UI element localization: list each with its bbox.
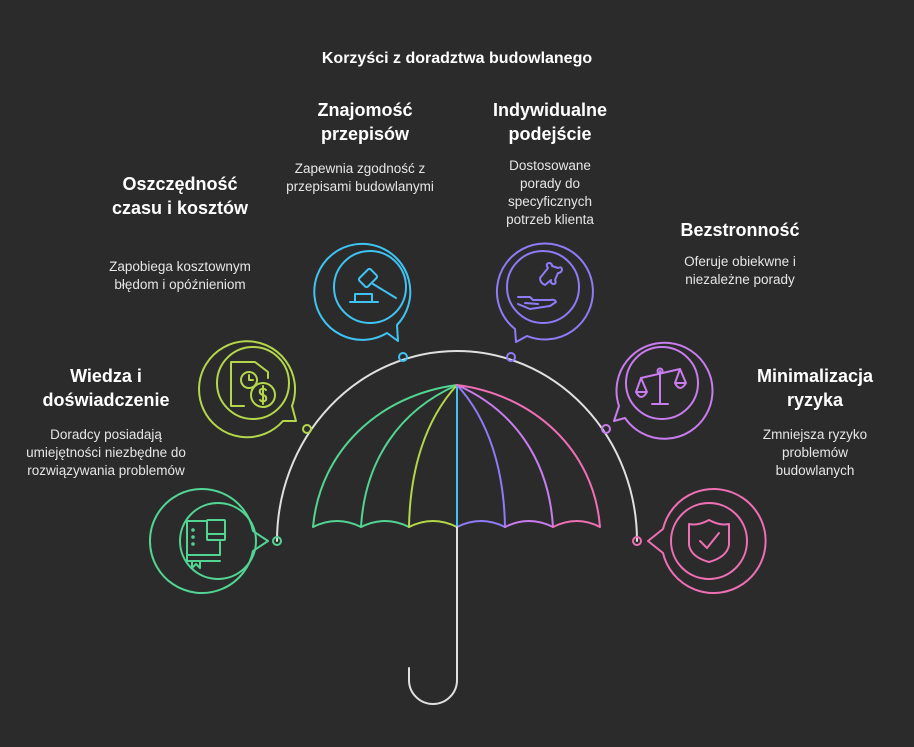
umbrella-handle (408, 526, 458, 705)
connector-dot (302, 424, 312, 434)
shield-check-icon (688, 519, 730, 563)
heading-oszczednosc: Oszczędność czasu i kosztów (111, 174, 249, 218)
heading-znajomosc: Znajomość przepisów (317, 100, 413, 144)
bubble-znajomosc (313, 242, 412, 342)
gavel-icon (349, 267, 397, 303)
heading-bezstronnosc: Bezstronność (680, 220, 800, 240)
document-clock-dollar-icon (230, 361, 276, 408)
outer-arc (276, 350, 638, 542)
book-icon (186, 519, 226, 569)
scales-icon (635, 367, 687, 405)
connector-dot (398, 352, 408, 362)
description-znajomosc: Zapewnia zgodność z przepisami budowlany… (286, 161, 434, 194)
connector-dot (506, 352, 516, 362)
description-indywidualne: Dostosowane porady do specyficznych potr… (506, 158, 594, 227)
bubble-minimalizacja (647, 488, 767, 594)
description-minimalizacja: Zmniejsza ryzyko problemów budowlanych (762, 427, 868, 478)
description-bezstronnosc: Oferuje obiekwne i niezależne porady (684, 254, 796, 287)
page-title: Korzyści z doradztwa budowlanego (321, 50, 593, 67)
umbrella-canopy (312, 384, 601, 528)
bubble-indywidualne (496, 242, 594, 343)
description-oszczednosc: Zapobiega kosztownym błędom i opóźnienio… (109, 259, 251, 292)
connector-dot (601, 424, 611, 434)
heading-wiedza: Wiedza i doświadczenie (42, 366, 170, 410)
connector-dot (272, 536, 282, 546)
connector-dot (632, 536, 642, 546)
description-wiedza: Doradcy posiadają umiejętności niezbędne… (26, 427, 186, 478)
bubble-oszczednosc (198, 340, 297, 439)
bubble-bezstronnosc (613, 341, 714, 440)
heading-minimalizacja: Minimalizacja ryzyka (756, 366, 874, 410)
bubble-wiedza (148, 488, 269, 594)
hand-puzzle-icon (517, 262, 563, 310)
heading-indywidualne: Indywidualne podejście (492, 100, 607, 144)
